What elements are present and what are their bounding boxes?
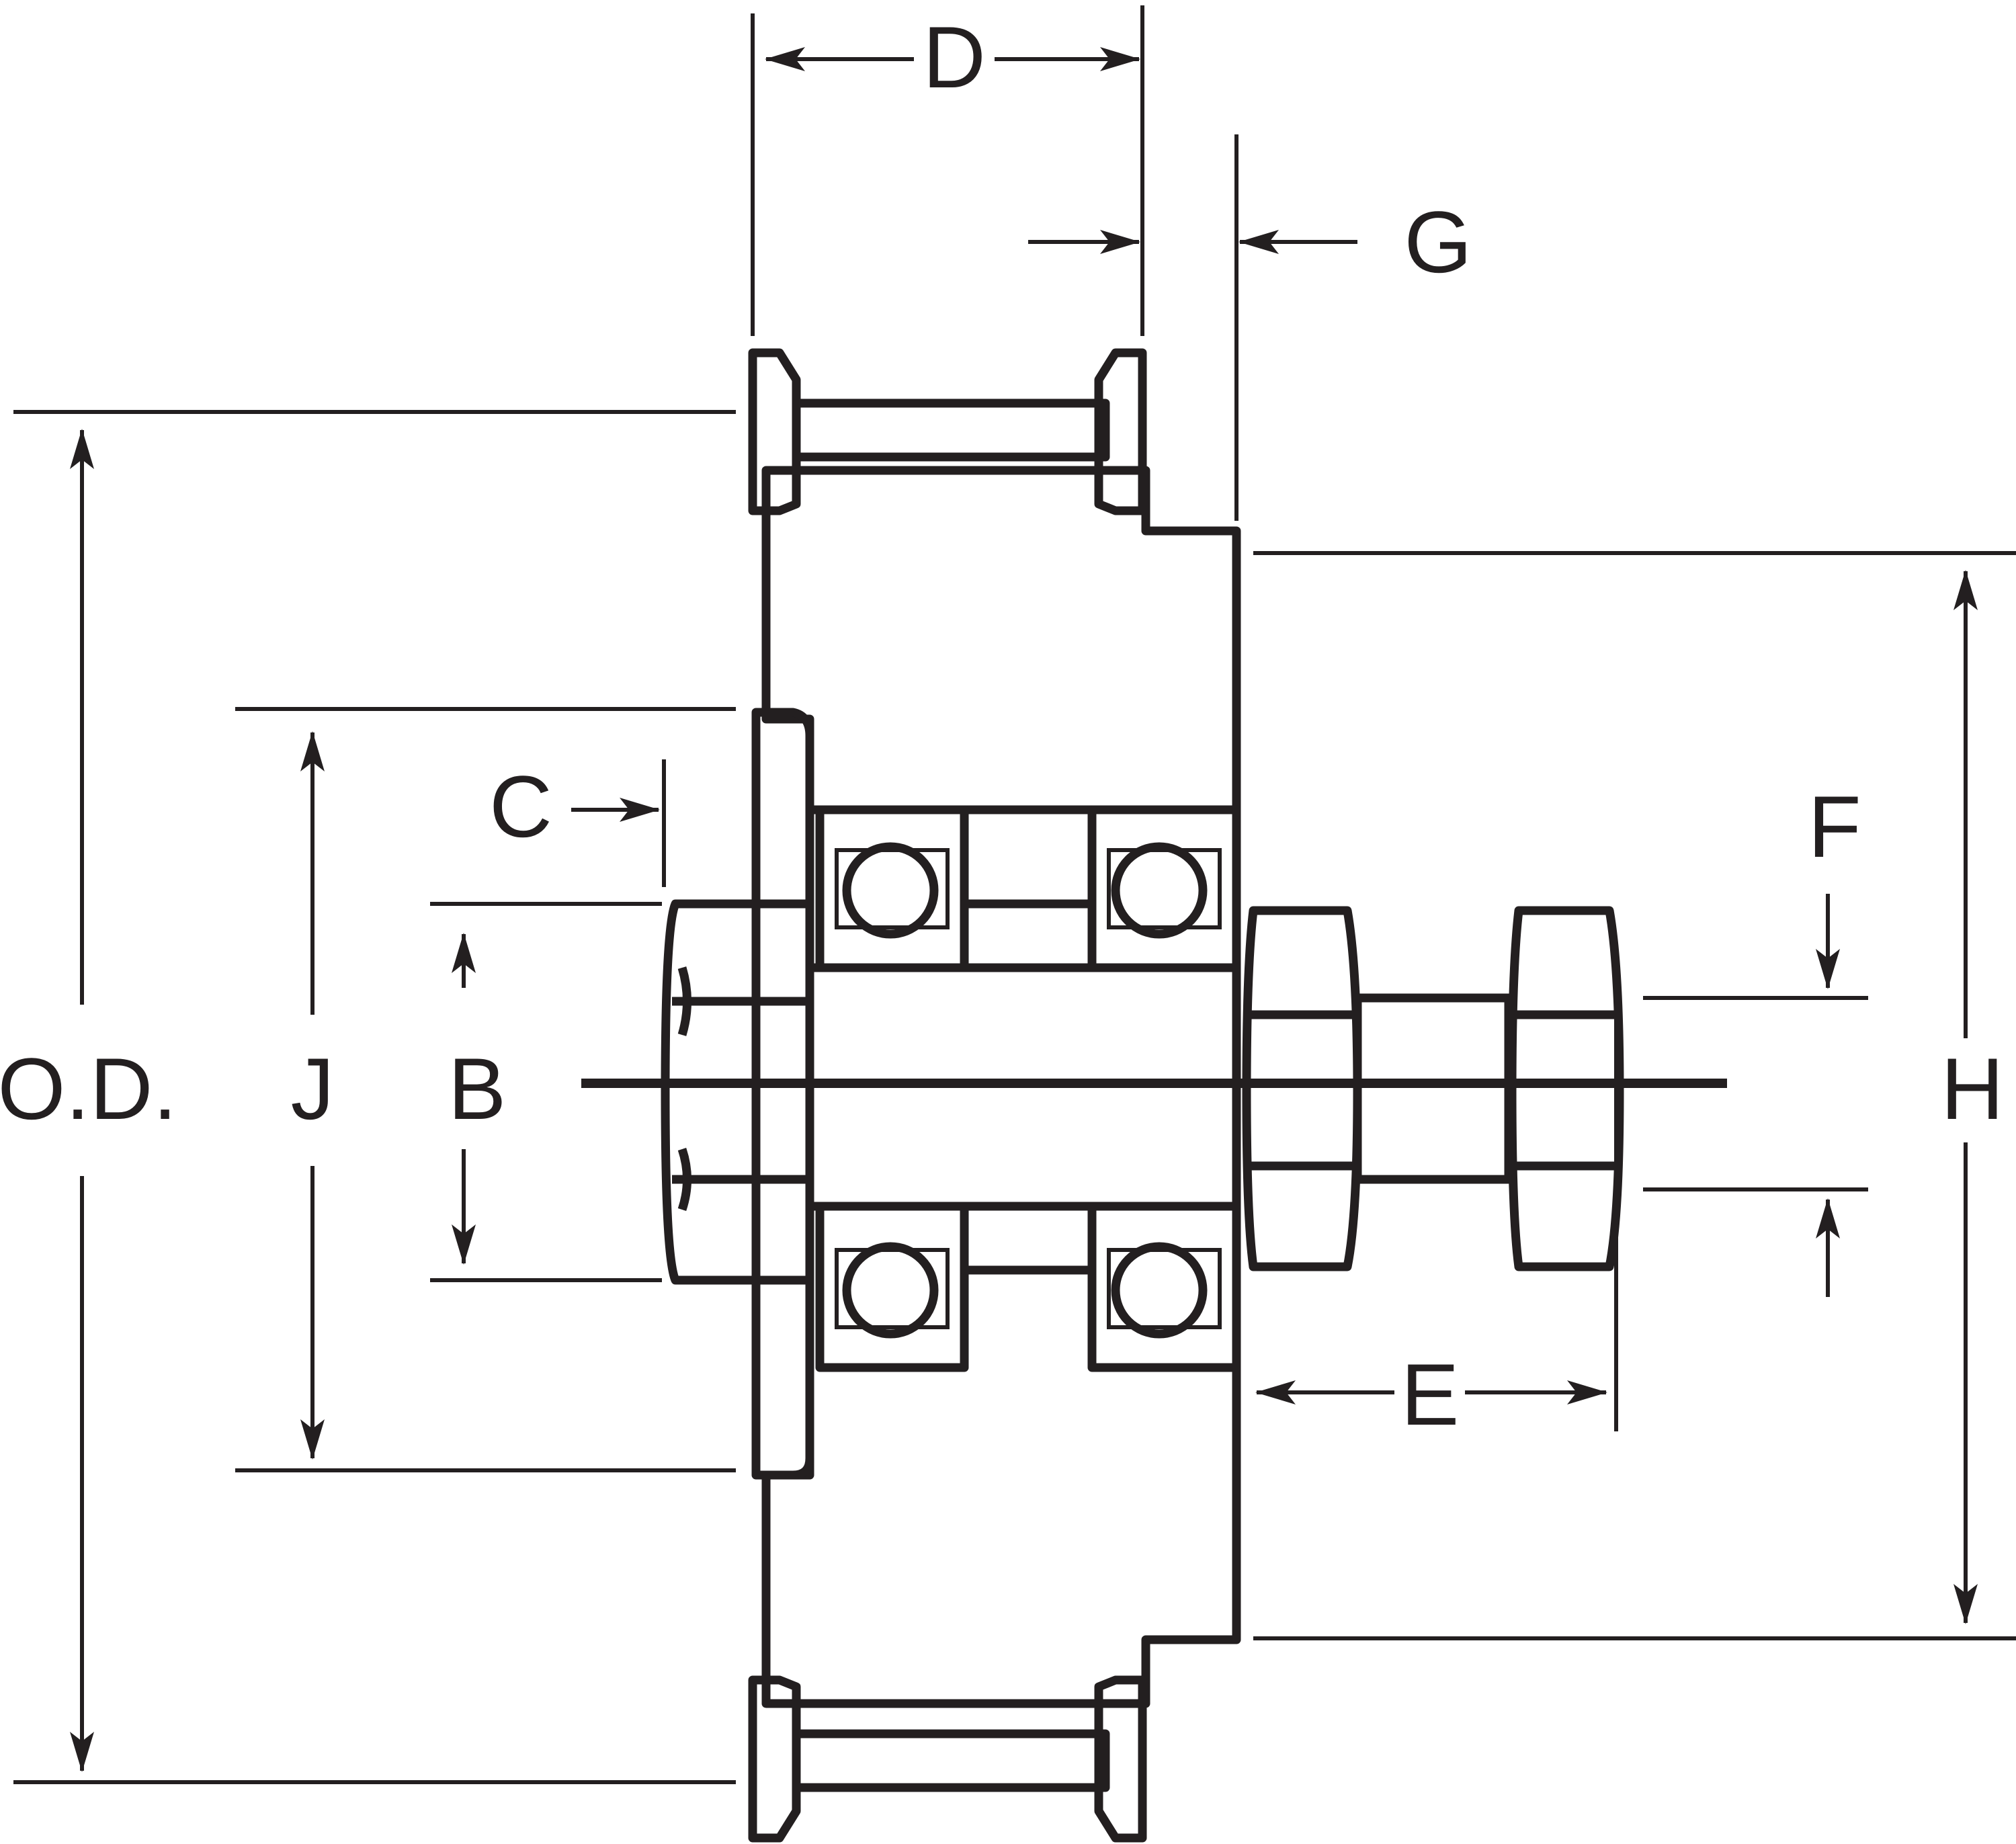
washer-plate [751, 708, 814, 1480]
rim-top-band [792, 399, 1110, 462]
bearing-upper-left [815, 805, 969, 972]
sprocket-rim [748, 348, 1147, 1843]
bearing-upper-right [1087, 805, 1241, 972]
inner-spacer-bottom [960, 1202, 1097, 1275]
right-assembly [1242, 906, 1624, 1271]
flange-bottom-left [748, 1675, 801, 1843]
label-B: B [448, 1040, 507, 1138]
label-OD: O.D. [0, 1040, 177, 1138]
ball-upper-left [842, 842, 939, 939]
shaft-spacer [1353, 993, 1513, 1184]
label-C: C [489, 757, 552, 855]
label-H: H [1941, 1040, 2004, 1138]
dimension-labels: D G C F O.D. J B H E [0, 8, 2004, 1443]
rim-bottom-band [792, 1729, 1110, 1792]
label-E: E [1401, 1345, 1460, 1443]
label-G: G [1404, 193, 1472, 291]
nut-right [1507, 906, 1624, 1271]
dimension-arrows [70, 47, 1978, 1772]
label-D: D [923, 8, 986, 106]
flange-top-left [748, 348, 801, 515]
flange-top-right [1094, 348, 1147, 515]
flange-bottom-right [1094, 1675, 1147, 1843]
ball-lower-right [1111, 1242, 1208, 1339]
bearing-lower-right [1087, 1202, 1241, 1372]
inner-spacer-top [960, 899, 1097, 972]
label-F: F [1808, 778, 1861, 876]
ball-upper-right [1111, 842, 1208, 939]
left-assembly [661, 708, 814, 1480]
nut-left [1242, 906, 1362, 1271]
label-J: J [291, 1040, 335, 1138]
ball-lower-left [842, 1242, 939, 1339]
bolt-head [661, 899, 814, 1285]
hub-upper [761, 466, 1241, 814]
bearings [815, 805, 1241, 1372]
extension-lines [13, 5, 2016, 1784]
bearing-lower-left [815, 1202, 969, 1372]
